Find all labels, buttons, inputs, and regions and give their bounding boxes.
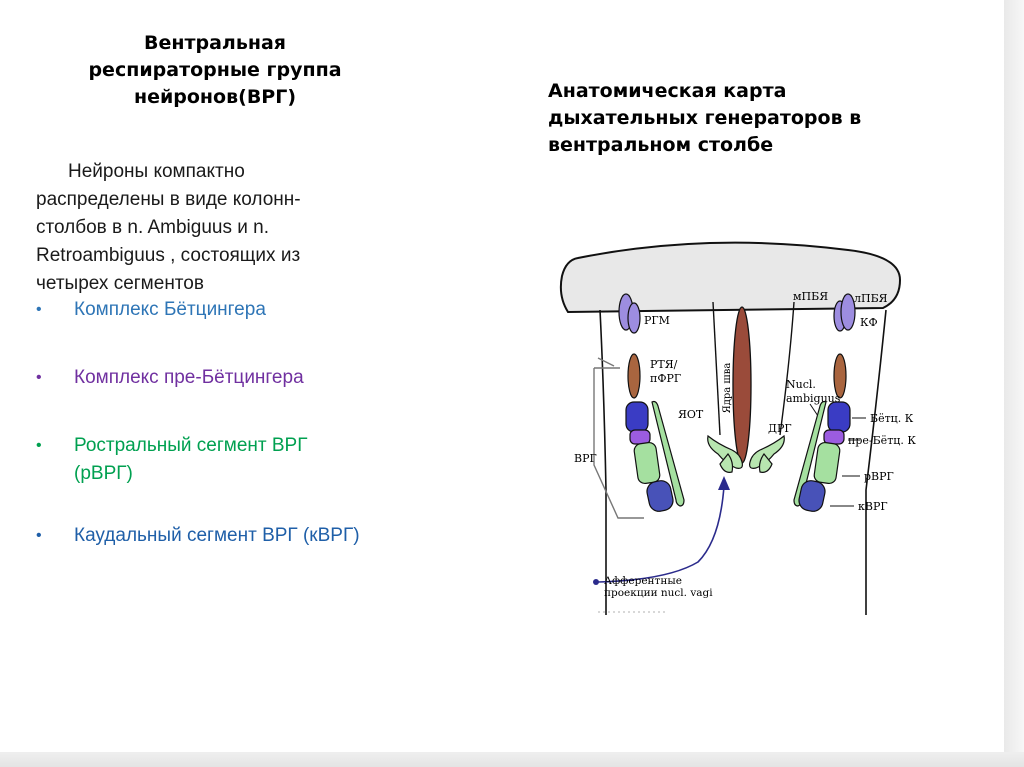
- label-yaot: ЯОТ: [678, 408, 704, 421]
- bullet-dot: •: [36, 522, 42, 550]
- intro-line: столбов в n. Ambiguus и n.: [36, 214, 376, 242]
- left-heading-line: респираторные группа: [65, 57, 365, 84]
- right-heading: Анатомическая карта дыхательных генерато…: [548, 78, 968, 159]
- intro-paragraph: Нейроны компактно распределены в виде ко…: [36, 158, 376, 298]
- arrow-origin-dot: [593, 579, 599, 585]
- bullet-dot: •: [36, 432, 42, 460]
- intro-line: распределены в виде колонн-: [36, 186, 376, 214]
- label-drg: ДРГ: [768, 422, 792, 435]
- label-nucl: Nucl.: [786, 378, 816, 391]
- label-kvrg: кВРГ: [858, 500, 888, 513]
- intro-line: Нейроны компактно: [36, 158, 376, 186]
- kvrg-left: [645, 479, 675, 513]
- vrg-bracket: [598, 358, 614, 366]
- slide-frame-bottom: [0, 752, 1024, 767]
- label-prebetc: пре-Бётц. К: [848, 434, 916, 447]
- leader-line: [810, 404, 818, 416]
- betc-right: [828, 402, 850, 432]
- bullet-text: Комплекс Бётцингера: [74, 299, 266, 320]
- bullet-text-line2: (рВРГ): [74, 463, 133, 484]
- label-vrg: ВРГ: [574, 452, 597, 465]
- right-heading-line: вентральном столбе: [548, 132, 968, 159]
- bullet-text: Каудальный сегмент ВРГ (кВРГ): [74, 525, 360, 546]
- intro-line: четырех сегментов: [36, 270, 376, 298]
- right-heading-line: Анатомическая карта: [548, 78, 968, 105]
- bullet-text: Комплекс пре-Бётцингера: [74, 367, 304, 388]
- label-yadra: Ядра шва: [722, 363, 733, 414]
- bullet-text: Ростральный сегмент ВРГ: [74, 435, 308, 456]
- slide-frame-right: [1004, 0, 1024, 767]
- rtya-nucleus: [628, 354, 640, 398]
- intro-line: Retroambiguus , состоящих из: [36, 242, 376, 270]
- brainstem-outline: [866, 310, 886, 615]
- bullet-dot: •: [36, 296, 42, 324]
- bullet-rostral: • Ростральный сегмент ВРГ (рВРГ): [36, 432, 436, 488]
- arrow-head: [718, 476, 730, 490]
- raphe-nucleus: [733, 307, 751, 463]
- label-afferent: Афферентные: [604, 575, 682, 587]
- rvrg-right: [813, 442, 840, 485]
- brainstem-diagram: Ядра шва РГМ мПБЯ лПБЯ КФ РТЯ/ пФРГ ВРГ …: [548, 240, 928, 620]
- left-heading-line: нейронов(ВРГ): [65, 84, 365, 111]
- right-heading-line: дыхательных генераторов в: [548, 105, 968, 132]
- label-rvrg: рВРГ: [864, 470, 894, 483]
- label-pfrg: пФРГ: [650, 372, 681, 385]
- label-afferent: проекции nucl. vagi: [604, 587, 713, 599]
- ventricle-line: [713, 302, 720, 435]
- segment-list: • Комплекс Бётцингера • Комплекс пре-Бёт…: [36, 296, 436, 550]
- label-kf: КФ: [860, 316, 878, 329]
- prebetc-left: [630, 430, 650, 444]
- prebetc-right: [824, 430, 844, 444]
- label-lpbya: лПБЯ: [854, 292, 888, 305]
- pbn-nucleus: [841, 294, 855, 330]
- rgm-nucleus: [628, 303, 640, 333]
- bullet-caudal: • Каудальный сегмент ВРГ (кВРГ): [36, 522, 436, 550]
- label-rgm: РГМ: [644, 314, 670, 327]
- label-mpbya: мПБЯ: [793, 290, 828, 303]
- brainstem-outline: [600, 310, 606, 615]
- bullet-prebetzinger: • Комплекс пре-Бётцингера: [36, 364, 436, 392]
- ventricle-line: [780, 302, 794, 435]
- bullet-dot: •: [36, 364, 42, 392]
- label-rtya: РТЯ/: [650, 358, 678, 371]
- rvrg-left: [633, 442, 660, 485]
- betc-left: [626, 402, 648, 432]
- label-betc: Бётц. К: [870, 412, 914, 425]
- left-heading: Вентральная респираторные группа нейроно…: [65, 30, 365, 111]
- left-heading-line: Вентральная: [65, 30, 365, 57]
- bullet-betzinger: • Комплекс Бётцингера: [36, 296, 436, 324]
